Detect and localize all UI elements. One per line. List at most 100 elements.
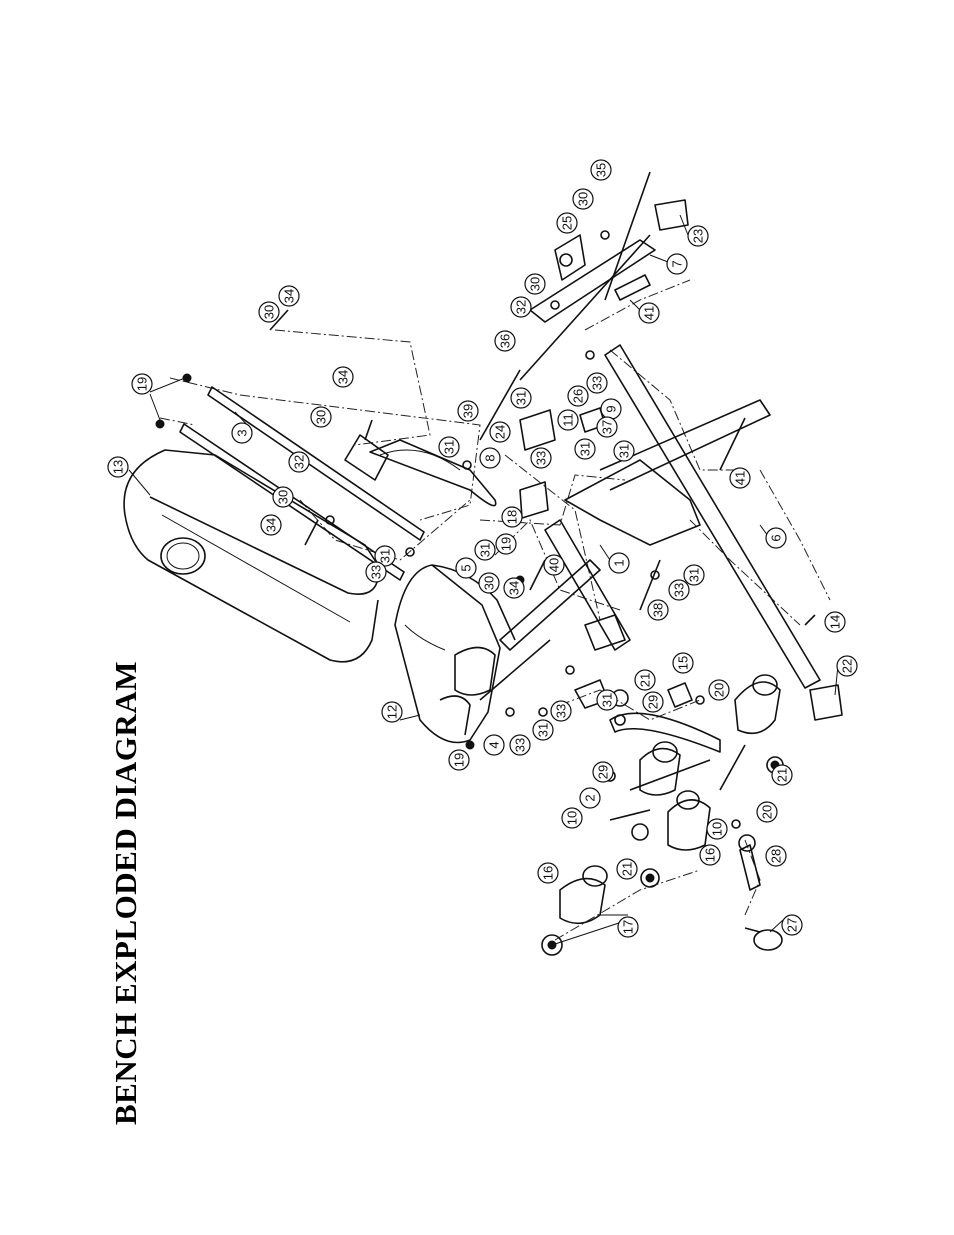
callout-31: 31 xyxy=(510,387,532,409)
callout-circle xyxy=(687,225,709,247)
callout-circle xyxy=(374,545,396,567)
callout-label: 34 xyxy=(282,289,297,303)
callout-33: 33 xyxy=(530,447,552,469)
callout-label: 33 xyxy=(590,376,605,390)
callout-circle xyxy=(510,296,532,318)
callout-5: 5 xyxy=(455,557,477,579)
callout-37: 37 xyxy=(596,416,618,438)
callout-label: 31 xyxy=(578,442,593,456)
callout-3: 3 xyxy=(231,422,253,444)
callout-label: 31 xyxy=(378,549,393,563)
callout-label: 20 xyxy=(712,683,727,697)
callout-34: 34 xyxy=(503,577,525,599)
callout-circle xyxy=(332,366,354,388)
callout-25: 25 xyxy=(556,212,578,234)
callout-label: 20 xyxy=(760,805,775,819)
callout-label: 33 xyxy=(554,704,569,718)
callout-circle xyxy=(561,807,583,829)
callout-18: 18 xyxy=(501,506,523,528)
callout-circle xyxy=(288,451,310,473)
callout-31: 31 xyxy=(474,539,496,561)
callout-label: 21 xyxy=(620,862,635,876)
callout-33: 33 xyxy=(365,561,387,583)
callout-12: 12 xyxy=(381,701,403,723)
callout-11: 11 xyxy=(557,409,579,431)
callout-circle xyxy=(638,302,660,324)
callout-circle xyxy=(590,159,612,181)
callout-6: 6 xyxy=(765,527,787,549)
callout-circle xyxy=(706,818,728,840)
callout-label: 31 xyxy=(478,543,493,557)
callout-34: 34 xyxy=(260,514,282,536)
callout-4: 4 xyxy=(483,734,505,756)
callout-circle xyxy=(567,385,589,407)
callout-label: 29 xyxy=(646,695,661,709)
callout-circle xyxy=(107,456,129,478)
callout-19: 19 xyxy=(495,533,517,555)
callout-label: 40 xyxy=(547,558,562,572)
callout-label: 33 xyxy=(369,565,384,579)
callout-label: 6 xyxy=(769,534,784,541)
callout-31: 31 xyxy=(574,438,596,460)
callout-circle xyxy=(592,761,614,783)
callout-circle xyxy=(455,557,477,579)
callout-label: 17 xyxy=(621,920,636,934)
callout-circle xyxy=(765,527,787,549)
callout-label: 21 xyxy=(775,768,790,782)
callout-circle xyxy=(572,188,594,210)
callout-32: 32 xyxy=(288,451,310,473)
leader-lines xyxy=(128,214,839,946)
callout-label: 19 xyxy=(135,377,150,391)
bench-frame xyxy=(479,234,821,709)
callout-circle xyxy=(647,599,669,621)
callout-label: 26 xyxy=(571,389,586,403)
callout-circle xyxy=(457,400,479,422)
callout-circle xyxy=(613,440,635,462)
callout-26: 26 xyxy=(567,385,589,407)
callout-circle xyxy=(495,533,517,555)
callout-7: 7 xyxy=(666,253,688,275)
callout-30: 30 xyxy=(572,188,594,210)
callout-label: 10 xyxy=(565,811,580,825)
callout-circle xyxy=(272,486,294,508)
callout-circle xyxy=(501,506,523,528)
callout-circle xyxy=(537,862,559,884)
callout-circle xyxy=(616,858,638,880)
callout-17: 17 xyxy=(617,916,639,938)
callout-23: 23 xyxy=(687,225,709,247)
callout-label: 8 xyxy=(483,454,498,461)
callout-31: 31 xyxy=(374,545,396,567)
callout-label: 31 xyxy=(514,391,529,405)
callout-31: 31 xyxy=(596,689,618,711)
callout-label: 37 xyxy=(600,420,615,434)
callout-34: 34 xyxy=(278,285,300,307)
callout-label: 39 xyxy=(461,404,476,418)
callout-circle xyxy=(448,749,470,771)
callout-19: 19 xyxy=(131,373,153,395)
callout-16: 16 xyxy=(699,844,721,866)
callout-label: 22 xyxy=(840,659,855,673)
end-caps xyxy=(541,689,784,956)
callout-31: 31 xyxy=(613,440,635,462)
callout-label: 19 xyxy=(499,537,514,551)
callout-31: 31 xyxy=(532,719,554,741)
callout-circle xyxy=(131,373,153,395)
callout-35: 35 xyxy=(590,159,612,181)
callout-label: 30 xyxy=(576,192,591,206)
callout-circle xyxy=(617,916,639,938)
callout-circle xyxy=(668,579,690,601)
callout-22: 22 xyxy=(836,655,858,677)
callout-circle xyxy=(260,514,282,536)
callout-28: 28 xyxy=(765,845,787,867)
callout-31: 31 xyxy=(438,436,460,458)
callout-label: 15 xyxy=(676,656,691,670)
seat-pad xyxy=(394,564,516,744)
callout-label: 19 xyxy=(452,753,467,767)
callout-32: 32 xyxy=(510,296,532,318)
callout-label: 34 xyxy=(336,370,351,384)
callout-label: 30 xyxy=(276,490,291,504)
callout-label: 27 xyxy=(785,918,800,932)
callout-circle xyxy=(365,561,387,583)
callout-label: 12 xyxy=(385,705,400,719)
